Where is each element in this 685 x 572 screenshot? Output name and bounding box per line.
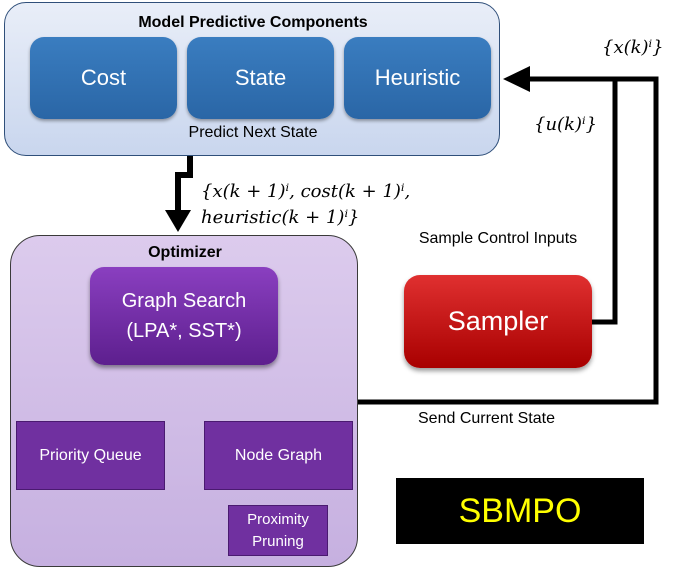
optimizer-panel: Optimizer Graph Search (LPA*, SST*) Prio… — [10, 235, 358, 567]
arrow-head-optimizer — [165, 210, 191, 232]
model-predictive-title: Model Predictive Components — [138, 14, 368, 31]
sampler-box: Sampler — [404, 275, 592, 368]
node-graph-box: Node Graph — [204, 421, 353, 490]
line-send-current-state — [358, 76, 659, 405]
arrow-mpc-to-optimizer — [175, 156, 193, 212]
send-current-state-label: Send Current State — [418, 410, 555, 427]
proximity-label: Proximity — [247, 510, 309, 528]
state-box: State — [187, 37, 334, 119]
optimizer-title: Optimizer — [148, 244, 222, 261]
state-feedback-label: {x(k)ⁱ} — [602, 37, 664, 58]
sbmpo-logo-box: SBMPO — [396, 478, 644, 544]
next-state-label-line1: {x(k + 1)ⁱ, cost(k + 1)ⁱ, — [201, 181, 411, 202]
model-predictive-panel: Model Predictive Components Cost State H… — [4, 2, 500, 156]
cost-box: Cost — [30, 37, 177, 119]
graph-search-label: Graph Search — [121, 290, 247, 312]
control-inputs-label: {u(k)ⁱ} — [534, 114, 598, 135]
priority-queue-box: Priority Queue — [16, 421, 165, 490]
line-sampler-feedback — [592, 79, 618, 325]
sample-control-inputs-label: Sample Control Inputs — [418, 230, 578, 247]
proximity-pruning-box: Proximity Pruning — [228, 505, 328, 556]
graph-search-box: Graph Search (LPA*, SST*) — [90, 267, 278, 365]
arrow-head-mpc — [503, 66, 530, 92]
predict-next-state-label: Predict Next State — [188, 124, 318, 141]
pruning-label: Pruning — [252, 532, 304, 550]
graph-search-algorithms: (LPA*, SST*) — [126, 320, 242, 342]
heuristic-box: Heuristic — [344, 37, 491, 119]
next-state-label-line2: heuristic(k + 1)ⁱ} — [201, 207, 360, 228]
